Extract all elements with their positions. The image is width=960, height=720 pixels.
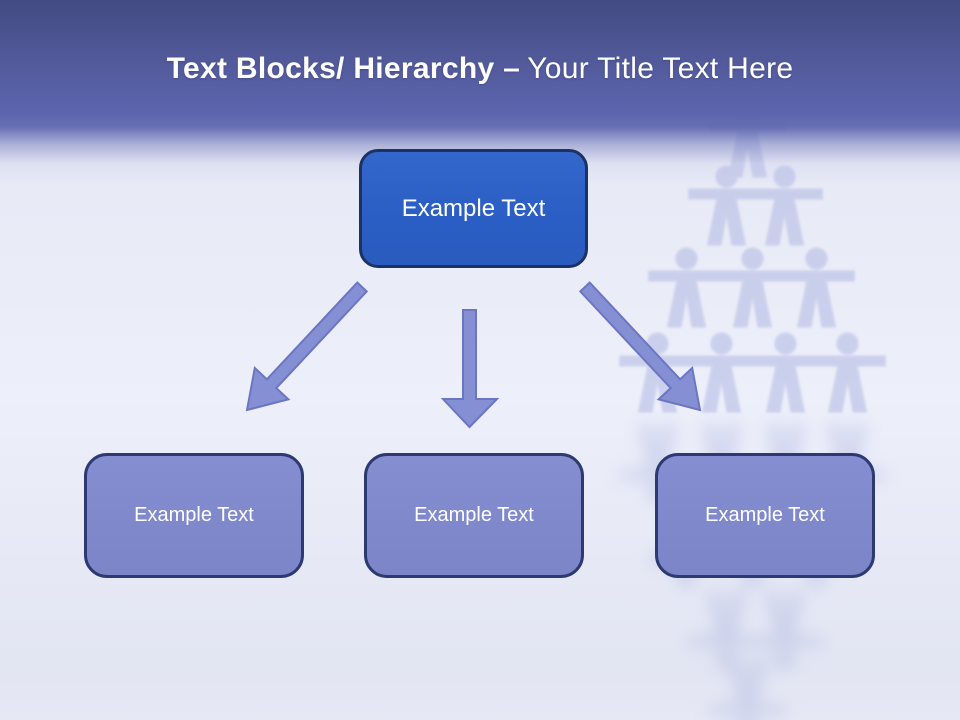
title-regular-text: Your Title Text Here [527,52,794,85]
child-text-block-2: Example Text [364,453,584,578]
child-text-block-3-label: Example Text [705,504,825,526]
title-bold-text: Text Blocks/ Hierarchy – [166,52,521,85]
root-text-block: Example Text [359,149,588,268]
child-text-block-2-label: Example Text [414,504,534,526]
child-text-block-3: Example Text [655,453,875,578]
child-text-block-1-label: Example Text [134,504,254,526]
child-text-block-1: Example Text [84,453,304,578]
root-text-block-label: Example Text [401,194,546,222]
page-title: Text Blocks/ Hierarchy –Your Title Text … [0,52,960,86]
